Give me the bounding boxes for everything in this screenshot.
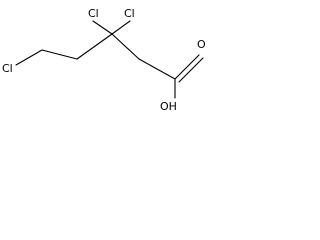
bond-cl-c1: [15, 49, 43, 66]
bond-c3-cl-top-right: [111, 20, 131, 35]
chemical-structure-diagram: Cl Cl Cl O OH: [2, 7, 206, 113]
bond-c3-cl-top-left: [92, 20, 113, 35]
chlorine-label-top-right: Cl: [124, 7, 135, 20]
bond-c3-c4: [111, 33, 140, 60]
oxygen-label-double-bond: O: [197, 38, 206, 51]
bond-c5-o-double-b: [178, 57, 204, 83]
bond-c5-o-double-a: [174, 54, 200, 80]
hydroxyl-label: OH: [160, 100, 177, 113]
chlorine-label-top-left: Cl: [88, 7, 99, 20]
chlorine-label-left: Cl: [2, 62, 13, 75]
bond-c2-c3: [76, 33, 113, 60]
bond-c1-c2: [41, 49, 78, 60]
bond-c4-c5: [138, 58, 176, 80]
